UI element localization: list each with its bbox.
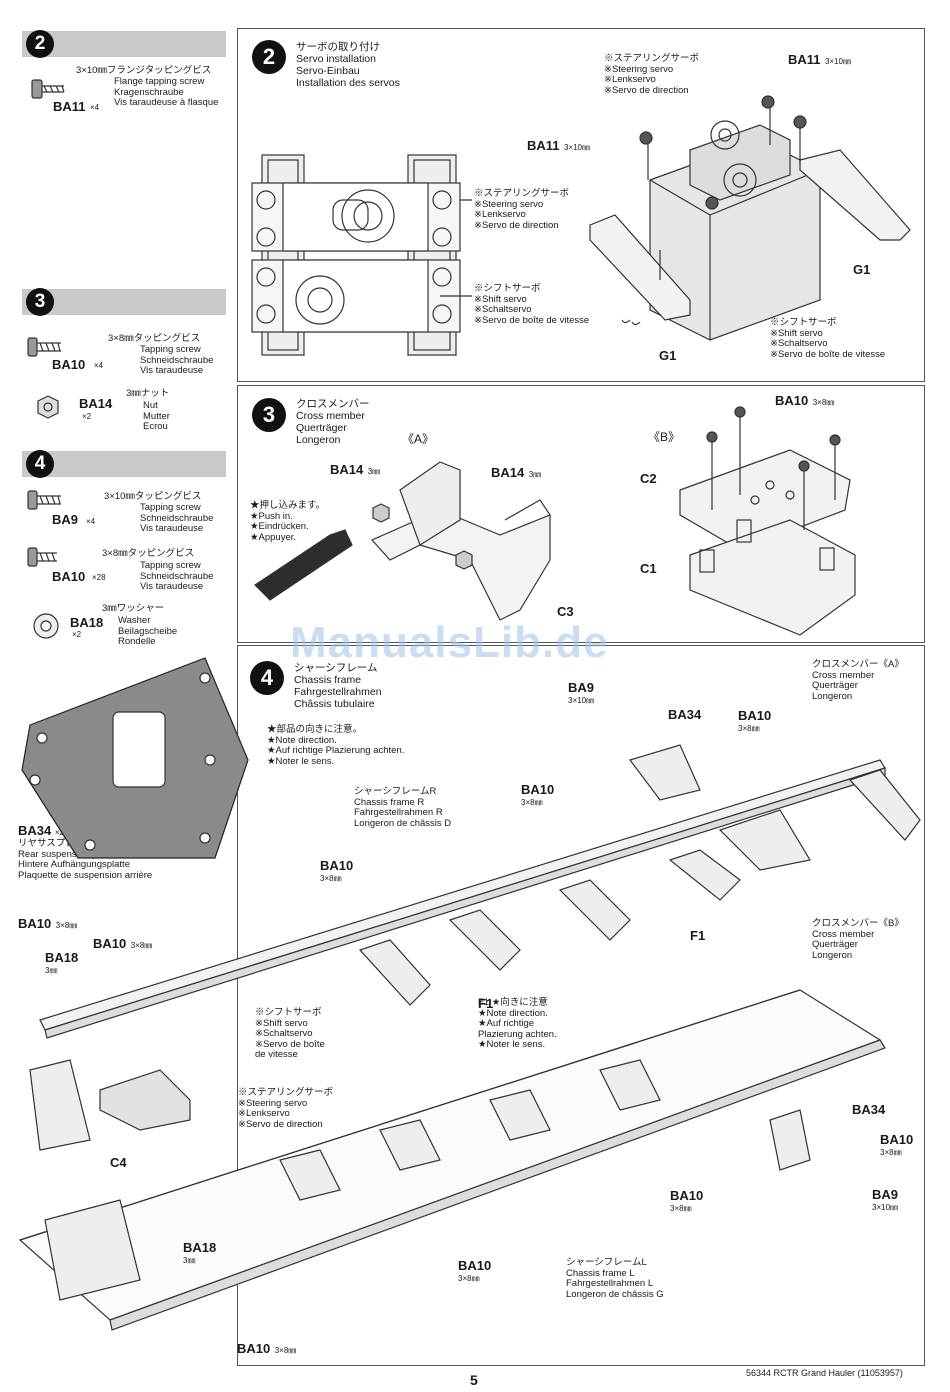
panel4-ba10-top: BA10 3×8㎜: [738, 708, 772, 733]
step3-screw-qty: ×4: [94, 361, 104, 370]
step4-ba10-code: BA10: [52, 569, 86, 584]
step4-ba9-names: Tapping screw Schneidschraube Vis taraud…: [140, 502, 214, 534]
panel4-ba10-e: BA10 3×8㎜: [237, 1341, 297, 1356]
panel3-ba10: BA10 3×8㎜: [775, 393, 835, 408]
step2-number-badge: 2: [26, 30, 54, 58]
step3-screw-names: Tapping screw Schneidschraube Vis taraud…: [140, 344, 214, 376]
step4-ba10-size: 3×8㎜タッピングビス: [102, 548, 195, 559]
step3-screw-code: BA10: [52, 357, 86, 372]
panel4-ba34-top: BA34: [668, 707, 702, 722]
panel4-ba34-right: BA34: [852, 1102, 886, 1117]
panel4-note-direction: ★部品の向きに注意。 ★Note direction. ★Auf richtig…: [267, 724, 405, 767]
step4-ba10-names: Tapping screw Schneidschraube Vis taraud…: [140, 560, 214, 592]
panel4-title: シャーシフレーム Chassis frame Fahrgestellrahmen…: [294, 662, 382, 710]
panel2-ba11-left: BA11 3×10㎜: [527, 138, 591, 153]
servo-top-view: [251, 154, 472, 356]
panel2-ba11-right: BA11 3×10㎜: [788, 52, 852, 67]
step2-header-bar: [22, 31, 226, 57]
step4-washer-names: Washer Beilagscheibe Rondelle: [118, 615, 178, 647]
panel-step3: [237, 385, 925, 643]
panel2-steering-servo-label: ※ステアリングサーボ ※Steering servo ※Lenkservo ※S…: [474, 188, 570, 231]
panel3-c1: C1: [640, 561, 657, 576]
servo-isometric-view: [589, 95, 911, 341]
step3-nut-code: BA14: [79, 396, 113, 411]
panel4-frame-r-label: シャーシフレームR Chassis frame R Fahrgestellrah…: [354, 786, 452, 829]
panel3-ba14-left: BA14 3㎜: [330, 462, 381, 477]
panel4-ba10-a: BA10 3×8㎜: [18, 916, 78, 931]
step2-screw-names: Flange tapping screw Kragenschraube Vis …: [114, 76, 219, 108]
panel3-label-a: 《A》: [402, 432, 435, 446]
panel4-cross-b-label: クロスメンバー《B》 Cross member Querträger Longe…: [812, 918, 904, 961]
step4-washer-size: 3㎜ワッシャー: [102, 603, 165, 614]
watermark-text: ManualsLib.de: [290, 618, 609, 667]
panel4-shift-servo-label: ※シフトサーボ ※Shift servo ※Schaltservo ※Servo…: [255, 1007, 325, 1060]
step3-nut-qty: ×2: [82, 412, 92, 421]
panel4-direction-note: F1 ★向きに注意 ★Note direction. ★Auf richtige…: [478, 997, 557, 1050]
panel2-g1-right: G1: [853, 262, 871, 277]
panel3-ba14-right: BA14 3㎜: [491, 465, 542, 480]
document-reference: 56344 RCTR Grand Hauler (11053957): [746, 1368, 903, 1378]
panel4-f1-b: F1: [478, 996, 494, 1011]
step2-screw-qty: ×4: [90, 103, 100, 112]
panel4-ba10-right: BA10 3×8㎜: [880, 1132, 914, 1157]
chassis-frame-l-drawing: [18, 989, 886, 1331]
panel2-step-badge: 2: [252, 40, 286, 74]
flange-screw-icon: [31, 79, 65, 99]
panel2-g1-left: G1: [659, 348, 677, 363]
panel-step4: [237, 645, 925, 1366]
panel4-ba10-b: BA10 3×8㎜: [93, 936, 153, 951]
panel3-step-badge: 3: [252, 398, 286, 432]
panel4-ba10-d: BA10 3×8㎜: [458, 1258, 492, 1283]
step4-washer-qty: ×2: [72, 630, 82, 639]
panel4-ba9-right: BA9 3×10㎜: [872, 1187, 899, 1212]
panel2-steering-servo-label-top: ※ステアリングサーボ ※Steering servo ※Lenkservo ※S…: [604, 53, 700, 96]
step4-ba9-code: BA9: [52, 512, 79, 527]
step4-ba9-qty: ×4: [86, 517, 96, 526]
cross-member-a-drawing: [254, 461, 551, 621]
step4-number-badge: 4: [26, 450, 54, 478]
step3-number-badge: 3: [26, 288, 54, 316]
chassis-frame-r-drawing: [39, 744, 921, 1039]
step4-plate-code: BA34 ×2: [18, 823, 64, 838]
panel-step2: [237, 28, 925, 382]
panel4-frame-l-label: シャーシフレームL Chassis frame L Fahrgestellrah…: [566, 1257, 664, 1300]
step4-header-bar: [22, 451, 226, 477]
panel2-title: サーボの取り付け Servo installation Servo-Einbau…: [296, 41, 400, 89]
panel4-ba10-mid: BA10 3×8㎜: [521, 782, 555, 807]
tapping-screw-icon: [27, 337, 61, 567]
step2-screw-code: BA11: [53, 99, 86, 114]
step3-nut-names: Nut Mutter Ecrou: [143, 400, 170, 432]
panel4-ba10-left: BA10 3×8㎜: [320, 858, 354, 883]
panel4-c4: C4: [110, 1155, 127, 1170]
panel4-step-badge: 4: [250, 661, 284, 695]
step3-nut-size: 3㎜ナット: [126, 388, 170, 399]
panel4-ba18-b: BA18 3㎜: [183, 1240, 217, 1265]
panel4-ba9-top: BA9 3×10㎜: [568, 680, 595, 705]
panel3-title: クロスメンバー Cross member Querträger Longeron: [296, 398, 370, 446]
panel3-c2: C2: [640, 471, 657, 486]
panel4-cross-a-label: クロスメンバー《A》 Cross member Querträger Longe…: [812, 659, 904, 702]
step3-screw-size: 3×8㎜タッピングビス: [108, 333, 201, 344]
panel4-ba10-c: BA10 3×8㎜: [670, 1188, 704, 1213]
rear-suspension-plate-drawing: [21, 657, 249, 859]
washer-icon: [33, 613, 59, 639]
step2-screw-size: 3×10㎜フランジタッピングビス: [76, 65, 212, 76]
step3-header-bar: [22, 289, 226, 315]
panel2-shift-servo-label-iso: ※シフトサーボ ※Shift servo ※Schaltservo ※Servo…: [770, 317, 886, 360]
step4-plate-names: リヤサスプレート Rear suspension plate Hintere A…: [18, 838, 153, 881]
step4-ba10-qty: ×28: [92, 573, 106, 582]
step4-washer-code: BA18: [70, 615, 104, 630]
nut-icon: [37, 395, 59, 419]
cross-member-b-drawing: [679, 406, 856, 636]
panel3-c3: C3: [557, 604, 574, 619]
step4-ba9-size: 3×10㎜タッピングビス: [104, 491, 202, 502]
panel2-shift-servo-label: ※シフトサーボ ※Shift servo ※Schaltservo ※Servo…: [474, 283, 590, 326]
panel4-ba18-a: BA18 3㎜: [45, 950, 79, 975]
page-number: 5: [470, 1372, 478, 1388]
panel4-f1-a: F1: [690, 928, 706, 943]
panel3-label-b: 《B》: [648, 430, 681, 444]
panel3-push-note: ★押し込みます。 ★Push in. ★Eindrücken. ★Appuyer…: [250, 500, 326, 543]
panel4-steering-servo-label: ※ステアリングサーボ ※Steering servo ※Lenkservo ※S…: [238, 1087, 334, 1130]
